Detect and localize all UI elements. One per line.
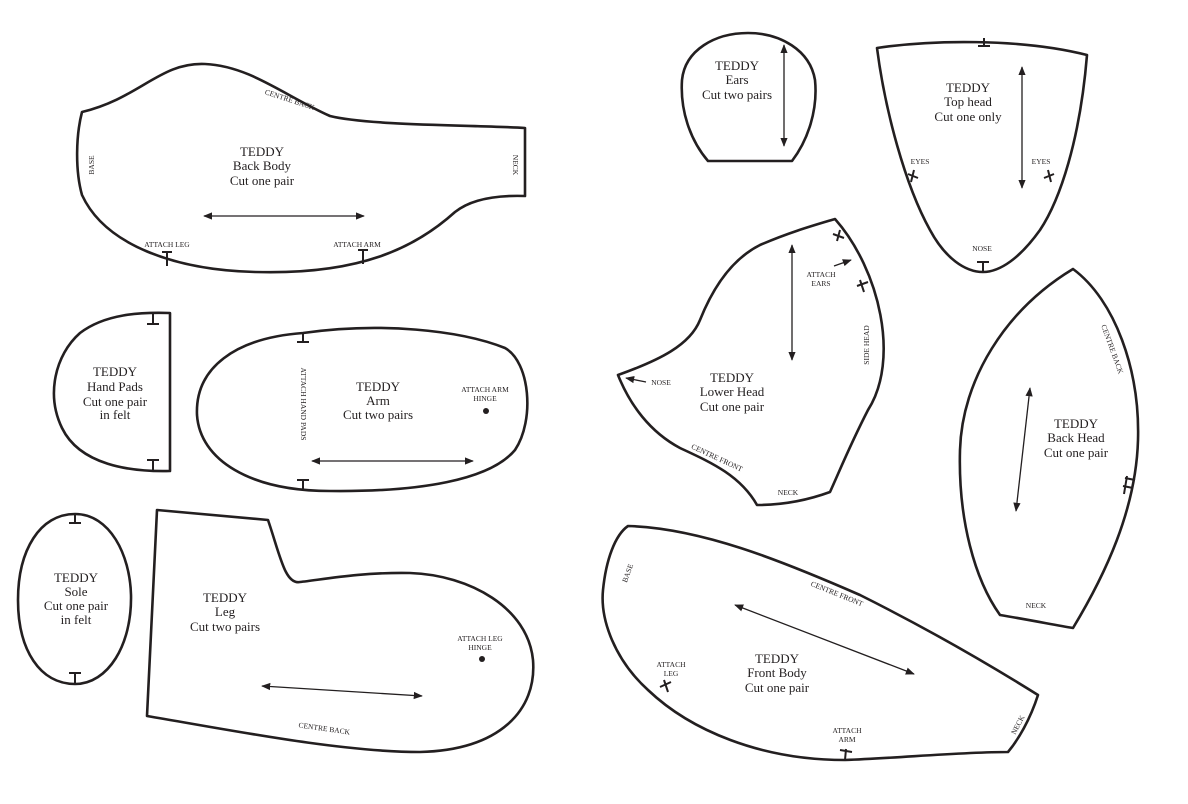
back-head-name: Back Head [1047,430,1105,445]
back-body-outline [75,62,527,274]
ears-name: Ears [725,72,748,87]
top-head-title: TEDDY [946,80,991,95]
front-body-leg-notch [659,679,672,693]
hand-pads-top-notch [147,314,159,325]
top-head-back-notch [978,38,990,47]
lower-head-name: Lower Head [700,384,765,399]
hand-pads-bottom-notch [147,459,159,470]
sole-instruction: Cut one pair [44,598,109,613]
lower-head-instruction: Cut one pair [700,399,765,414]
sole-piece: TEDDY Sole Cut one pair in felt [16,512,133,686]
top-head-name: Top head [944,94,992,109]
sole-note: in felt [61,612,92,627]
back-body-title: TEDDY [240,144,285,159]
lower-head-nose-arrow [625,376,647,384]
front-body-instruction: Cut one pair [745,680,810,695]
back-head-outline [958,267,1140,630]
arm-outline [195,326,529,493]
back-body-arm-notch [358,249,368,264]
top-head-instruction: Cut one only [934,109,1002,124]
lower-head-piece: TEDDY Lower Head Cut one pair ATTACH EAR… [616,217,885,507]
back-head-instruction: Cut one pair [1044,445,1109,460]
lower-head-outline [616,217,885,507]
back-body-base-label: BASE [87,155,96,175]
sole-title: TEDDY [54,570,99,585]
front-body-grainline [734,604,915,675]
top-head-eyes-right-notch [1043,169,1055,183]
ears-title: TEDDY [715,58,760,73]
top-head-piece: TEDDY Top head Cut one only EYES EYES NO… [875,38,1089,274]
back-body-attach-arm-label: ATTACH ARM [333,240,381,249]
leg-name: Leg [215,604,236,619]
leg-instruction: Cut two pairs [190,619,260,634]
arm-piece: TEDDY Arm Cut two pairs ATTACH HAND PADS… [195,326,529,493]
lower-head-ear-notch-top [832,229,845,242]
hand-pads-name: Hand Pads [87,379,143,394]
front-body-attach-arm-label-2: ARM [838,735,855,744]
top-head-outline [875,40,1089,274]
front-body-leg-label: LEG [664,669,679,678]
arm-instruction: Cut two pairs [343,407,413,422]
back-body-piece: TEDDY Back Body Cut one pair CENTRE BACK… [75,62,527,274]
top-head-eyes-right-label: EYES [1032,157,1051,166]
leg-title: TEDDY [203,590,248,605]
back-body-attach-leg-label: ATTACH LEG [144,240,190,249]
front-body-piece: TEDDY Front Body Cut one pair BASE CENTR… [601,524,1040,762]
back-body-name: Back Body [233,158,292,173]
top-head-eyes-left-label: EYES [911,157,930,166]
back-head-title: TEDDY [1054,416,1099,431]
leg-hinge-label: HINGE [468,643,492,652]
top-head-nose-label: NOSE [972,244,992,253]
back-body-neck-label: NECK [511,155,520,176]
lower-head-ears-label: EARS [811,279,830,288]
top-head-eyes-left-notch [907,169,919,183]
back-body-instruction: Cut one pair [230,173,295,188]
hand-pads-piece: TEDDY Hand Pads Cut one pair in felt [52,311,172,473]
arm-hinge-label: HINGE [473,394,497,403]
back-head-grainline [1013,387,1033,512]
arm-hinge-dot [483,408,489,414]
sole-name: Sole [64,584,87,599]
hand-pads-outline [52,311,172,473]
arm-name: Arm [366,393,390,408]
top-head-nose-notch [977,261,989,272]
front-body-title: TEDDY [755,651,800,666]
leg-grainline [261,682,423,700]
leg-outline [145,508,535,754]
leg-attach-label: ATTACH LEG [457,634,503,643]
arm-title: TEDDY [356,379,401,394]
lower-head-ear-notch-bottom [856,279,869,293]
leg-hinge-dot [479,656,485,662]
lower-head-neck-label: NECK [778,488,799,497]
back-body-leg-notch [162,251,172,266]
lower-head-attach-arrow [833,259,852,267]
arm-attach-hand-pads-label: ATTACH HAND PADS [299,368,308,441]
arm-top-notch [297,333,309,343]
front-body-name: Front Body [747,665,807,680]
sole-bottom-notch [69,672,81,684]
hand-pads-title: TEDDY [93,364,138,379]
front-body-arm-notch [839,748,853,761]
lower-head-title: TEDDY [710,370,755,385]
front-body-outline [601,524,1040,762]
arm-attach-label: ATTACH ARM [461,385,509,394]
hand-pads-note: in felt [100,407,131,422]
lower-head-side-head-label: SIDE HEAD [862,325,871,365]
ears-instruction: Cut two pairs [702,87,772,102]
back-head-piece: TEDDY Back Head Cut one pair CENTRE BACK… [958,267,1140,630]
back-head-notch [1122,475,1136,495]
front-body-attach-arm-label-1: ATTACH [833,726,863,735]
hand-pads-instruction: Cut one pair [83,394,148,409]
sole-top-notch [69,514,81,524]
lower-head-attach-label: ATTACH [807,270,837,279]
leg-piece: TEDDY Leg Cut two pairs ATTACH LEG HINGE… [145,508,535,754]
front-body-attach-label: ATTACH [657,660,687,669]
lower-head-nose-label: NOSE [651,378,671,387]
ears-piece: TEDDY Ears Cut two pairs [680,31,817,163]
back-head-neck-label: NECK [1026,601,1047,610]
arm-bottom-notch [297,479,309,491]
